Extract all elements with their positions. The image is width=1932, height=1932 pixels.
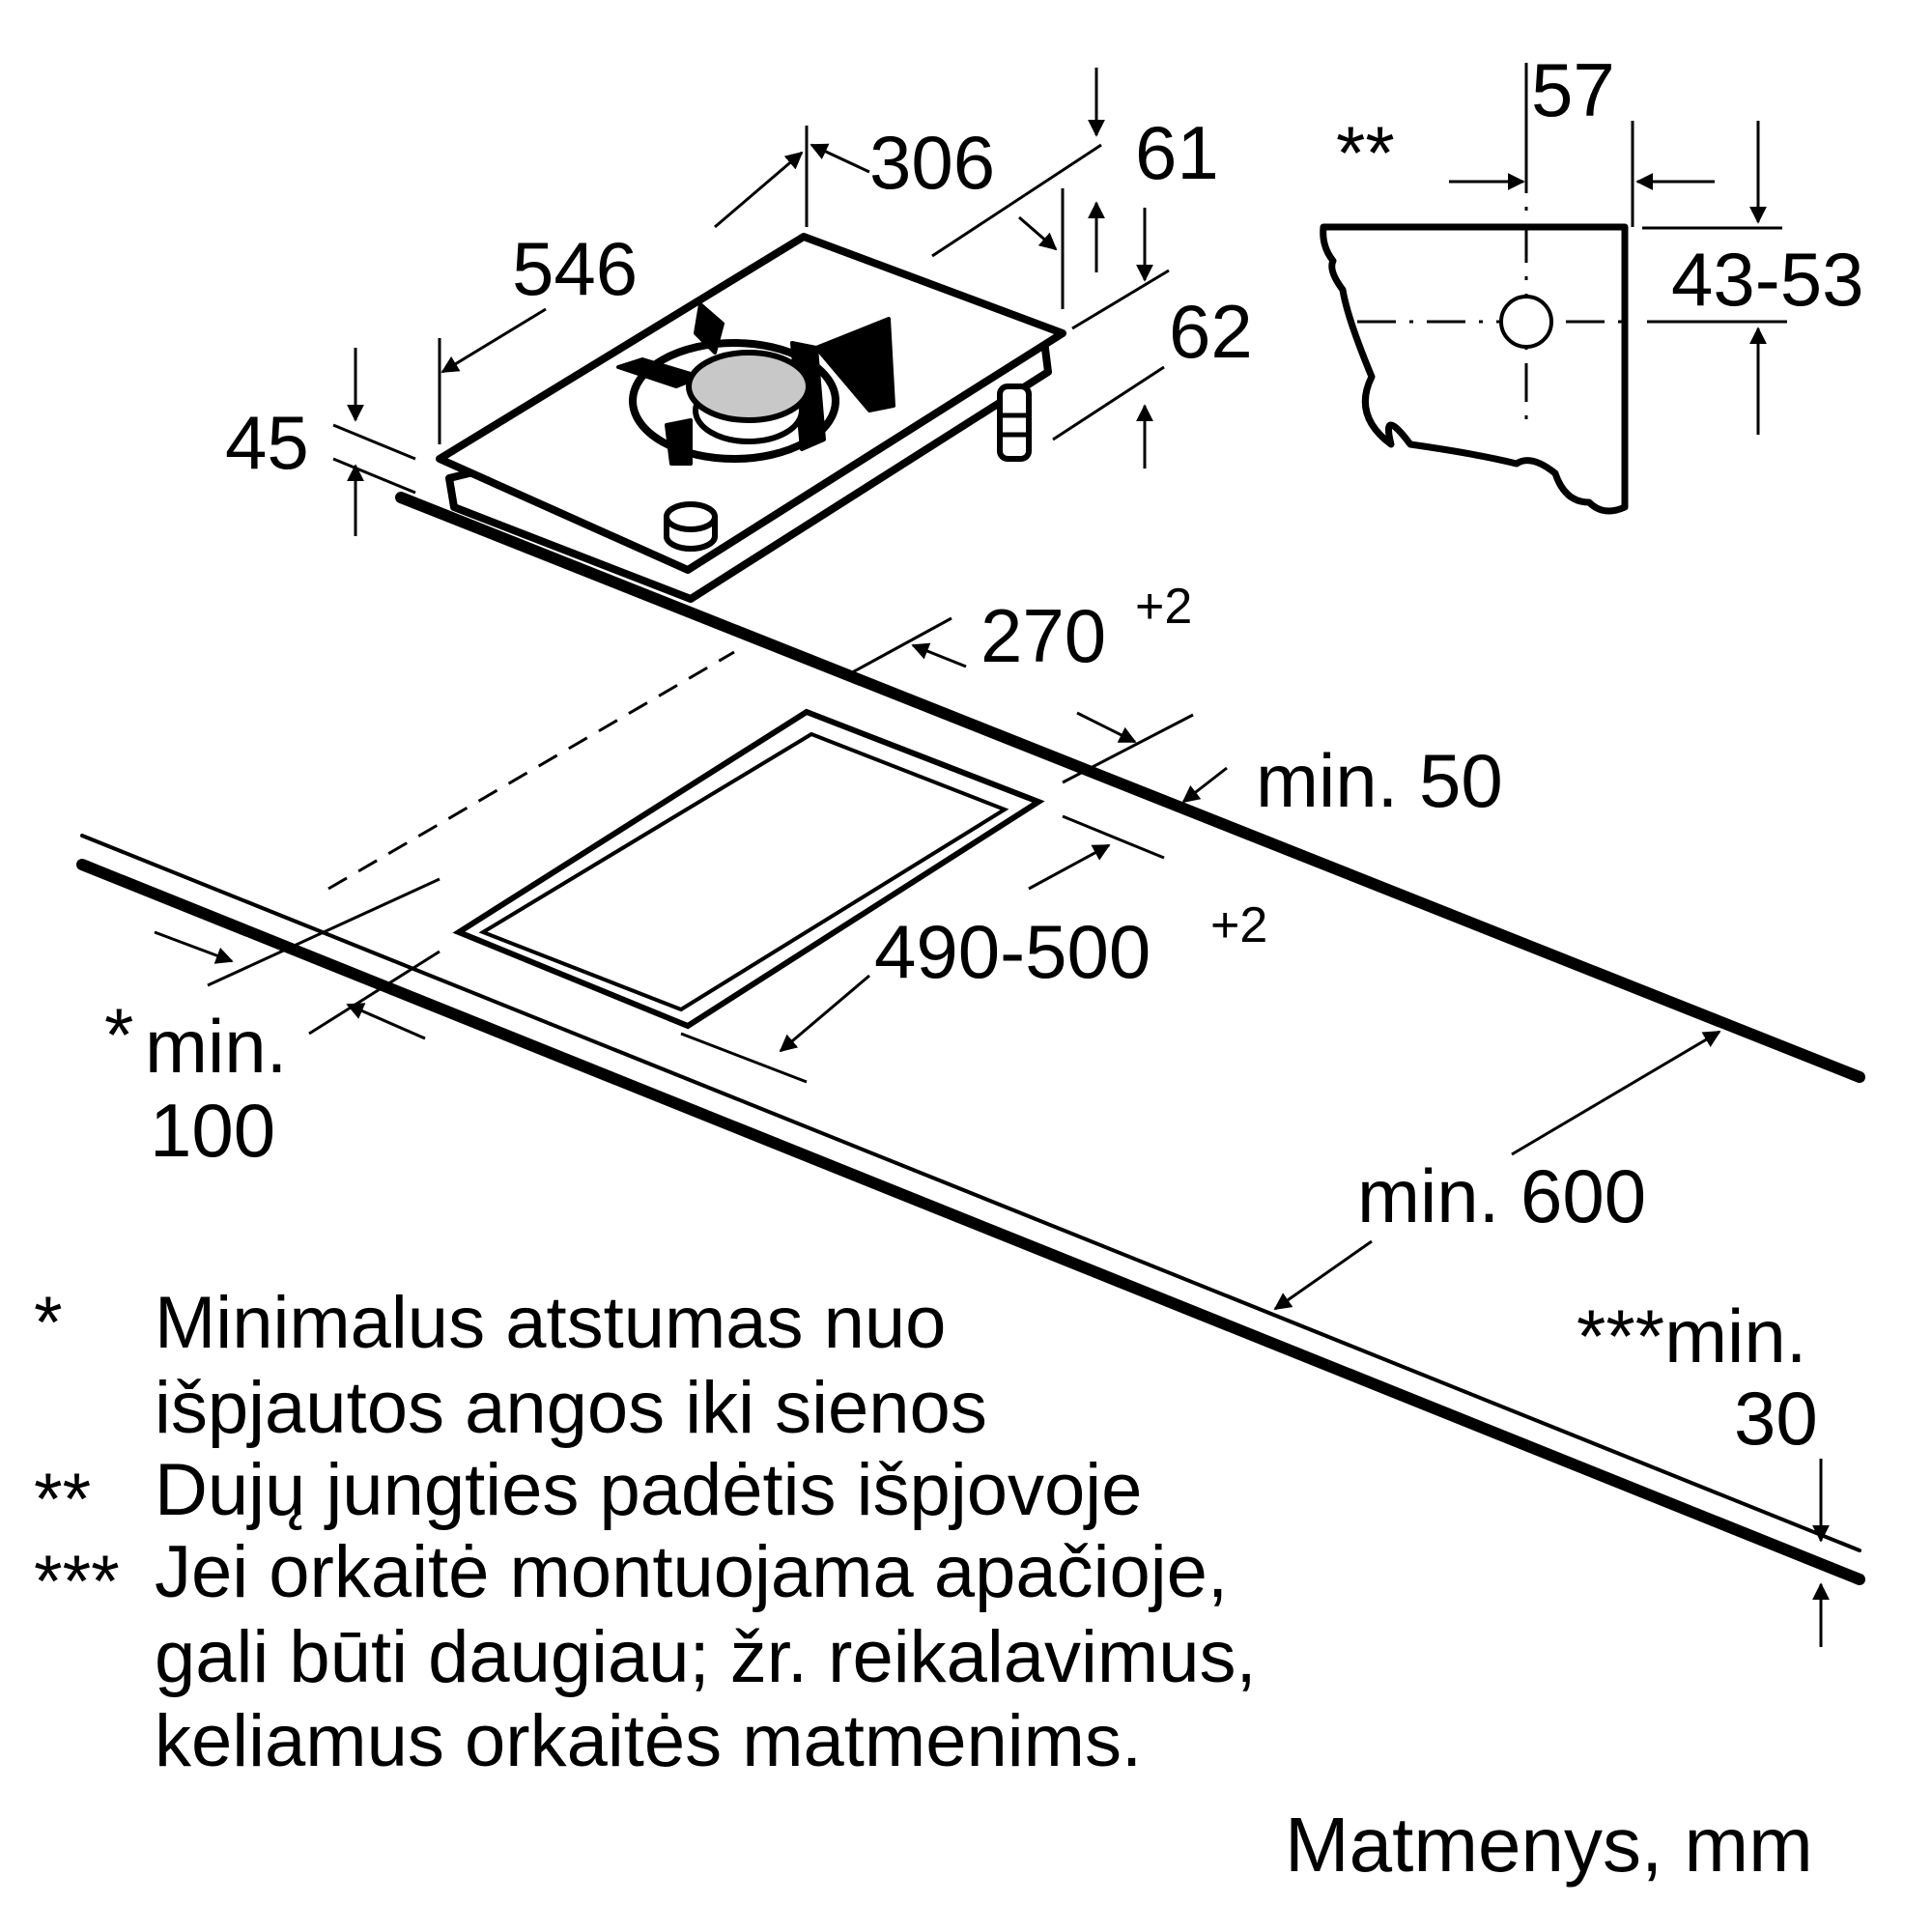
countertop — [76, 492, 1865, 1585]
arrow-61 — [1018, 215, 1058, 251]
label-43-53: 43-53 — [1671, 237, 1864, 322]
label-546: 546 — [512, 226, 638, 311]
footnote-2-marker: ** — [34, 1459, 92, 1541]
label-61: 61 — [1135, 110, 1219, 195]
label-min100-line2: 100 — [150, 1088, 275, 1173]
label-min100-line1: min. — [145, 1004, 287, 1089]
burner — [686, 350, 811, 444]
label-min30-line1: ***min. — [1577, 1293, 1806, 1378]
countertop-front-bottom-edge — [76, 859, 1865, 1585]
footnote-2-line-1: Dujų jungties padėtis išpjovoje — [155, 1449, 1143, 1531]
cutout-outer — [452, 708, 1045, 1030]
countertop-back-edge — [395, 492, 1865, 1083]
support-leg — [997, 384, 1032, 462]
arrow-270-end — [1076, 711, 1137, 744]
cutout-inner — [478, 731, 1009, 1012]
label-45: 45 — [225, 400, 309, 485]
arrow-306 — [810, 143, 870, 174]
gas-detail-outline — [1320, 223, 1629, 515]
label-62: 62 — [1169, 289, 1253, 374]
hob-dimension-lines — [332, 68, 1170, 536]
footnote-3-line-1: Jei orkaitė montuojama apačioje, — [155, 1531, 1229, 1613]
arrow-490 — [1028, 843, 1111, 891]
arrow-270 — [911, 642, 967, 668]
arrow-min600-back — [1511, 1030, 1721, 1156]
footnote-1-line-1: Minimalus atstumas nuo — [155, 1282, 947, 1364]
gas-connection-point — [1499, 295, 1553, 349]
arrow-min50 — [1181, 766, 1228, 804]
arrow-546-far — [714, 151, 804, 229]
label-min600: min. 600 — [1357, 1153, 1646, 1238]
arrow-min100-left — [154, 930, 234, 964]
cutout-extension-line — [327, 650, 735, 891]
label-min50: min. 50 — [1256, 738, 1503, 823]
footnote-1-line-2: išpjautos angos iki sienos — [155, 1367, 987, 1449]
cutout — [327, 650, 1045, 1030]
dimension-labels: 306 546 61 62 45 57 43-53 ** 270 +2 min.… — [104, 47, 1864, 1461]
label-gas-marker: ** — [1336, 110, 1395, 195]
label-57: 57 — [1531, 47, 1615, 132]
footnote-3-line-2: gali būti daugiau; žr. reikalavimus, — [155, 1616, 1257, 1698]
arrow-min600-front — [1273, 1239, 1373, 1311]
label-490-500-tolerance: +2 — [1210, 897, 1267, 953]
units-label: Matmenys, mm — [1285, 1802, 1813, 1888]
hob — [436, 233, 1066, 603]
label-min30-line2: 30 — [1734, 1376, 1818, 1461]
footnote-3-marker: *** — [34, 1541, 120, 1623]
gas-connection-detail — [1320, 63, 1787, 515]
label-490-500: 490-500 — [874, 909, 1151, 994]
footnote-1-marker: * — [34, 1282, 63, 1364]
label-270-tolerance: +2 — [1135, 579, 1192, 635]
control-knob — [664, 501, 718, 552]
arrow-546 — [440, 307, 547, 374]
countertop-front-top-edge — [80, 834, 1861, 1552]
arrow-min100-right — [346, 1003, 426, 1040]
label-min100-prefix: * — [104, 992, 133, 1077]
arrow-490-end — [779, 974, 870, 1053]
cutout-dimension-lines — [154, 616, 1830, 1647]
label-270: 270 — [980, 593, 1106, 678]
label-306: 306 — [869, 120, 995, 205]
footnote-3-line-3: keliamus orkaitės matmenims. — [155, 1700, 1143, 1782]
